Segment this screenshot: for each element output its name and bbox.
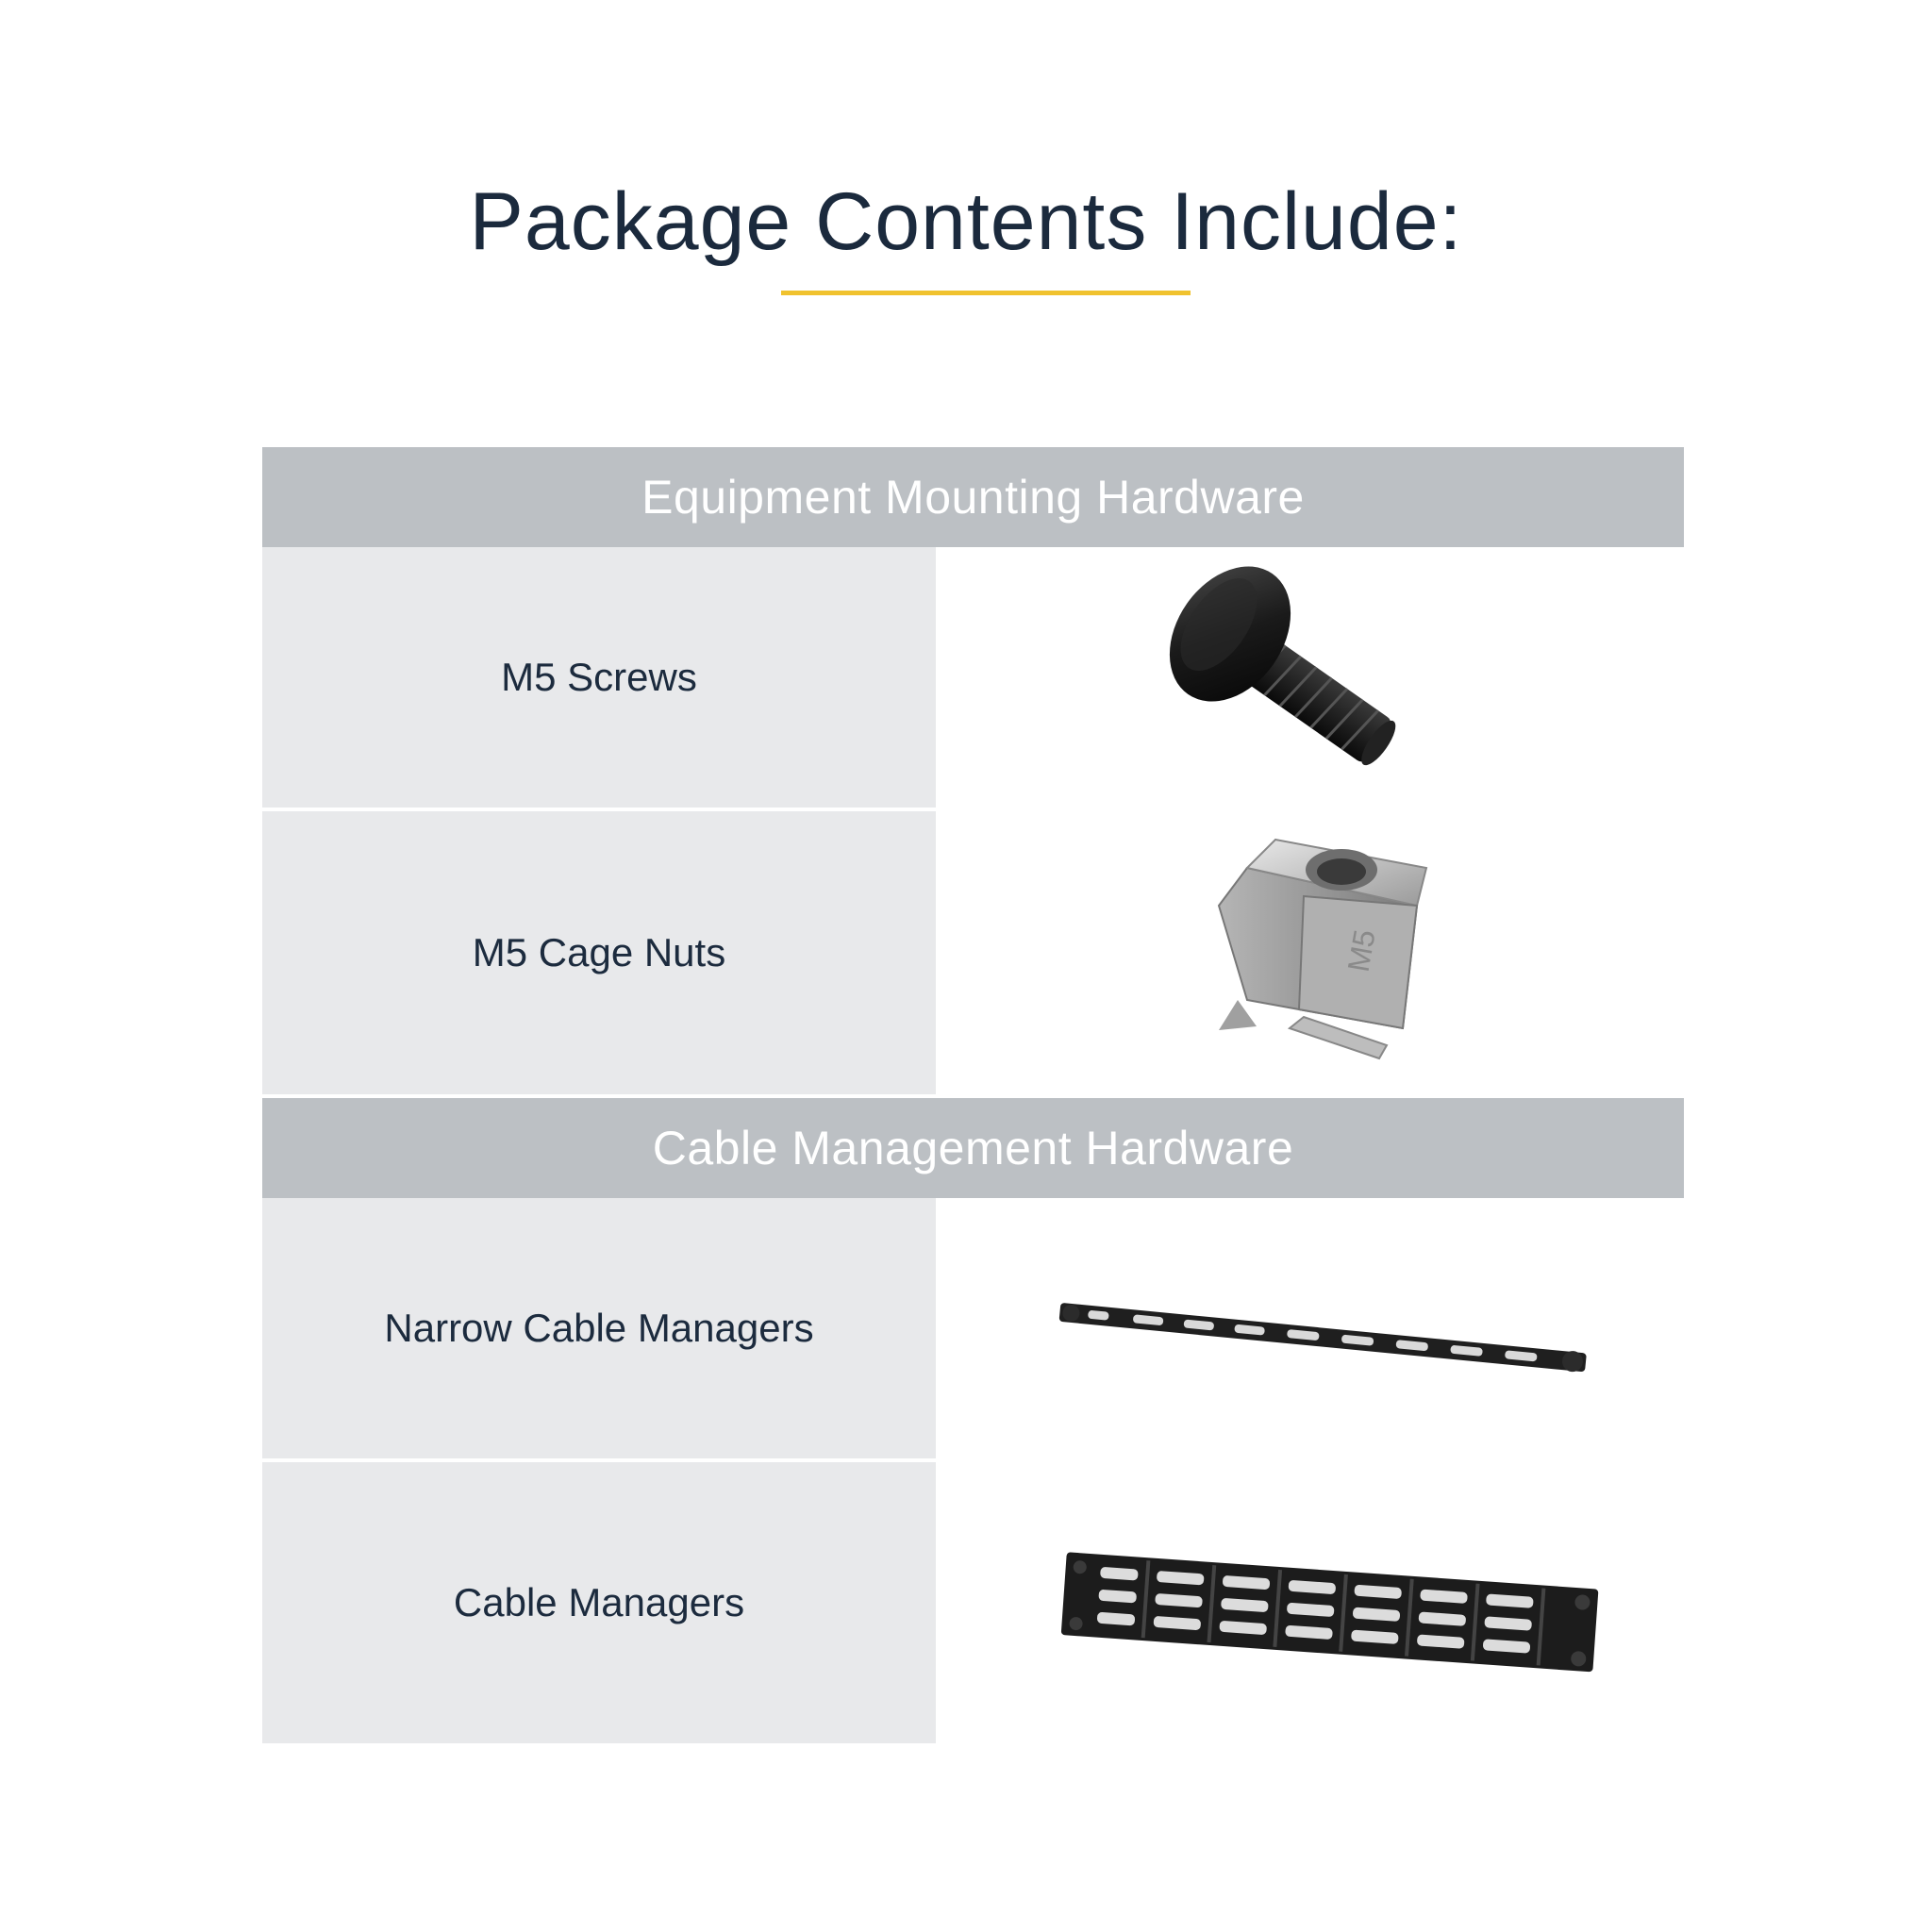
list-item-m5-cage-nuts: M5 Cage Nuts (262, 811, 1684, 1094)
screw-icon (1169, 566, 1396, 766)
title-underline (781, 291, 1191, 295)
section-header-equipment-mounting: Equipment Mounting Hardware (262, 447, 1684, 547)
item-label: Narrow Cable Managers (262, 1198, 936, 1458)
cage-nut-icon: M5 (1217, 838, 1428, 1060)
item-label: M5 Cage Nuts (262, 811, 936, 1094)
page-title: Package Contents Include: (469, 176, 1463, 267)
list-item-m5-screws: M5 Screws (262, 547, 1684, 808)
list-item-cable-managers: Cable Managers (262, 1462, 1684, 1743)
section-header-cable-management: Cable Management Hardware (262, 1098, 1684, 1198)
cable-manager-icon (1060, 1552, 1599, 1673)
item-image-cell (936, 547, 1684, 808)
item-image-cell: M5 (936, 811, 1684, 1094)
item-label: Cable Managers (262, 1462, 936, 1743)
m5-stamp-icon: M5 (1341, 927, 1382, 974)
item-label: M5 Screws (262, 547, 936, 808)
narrow-cable-manager-icon (1058, 1303, 1587, 1373)
item-image-cell (936, 1198, 1684, 1458)
item-image-cell (936, 1462, 1684, 1743)
list-item-narrow-cable-managers: Narrow Cable Managers (262, 1198, 1684, 1458)
